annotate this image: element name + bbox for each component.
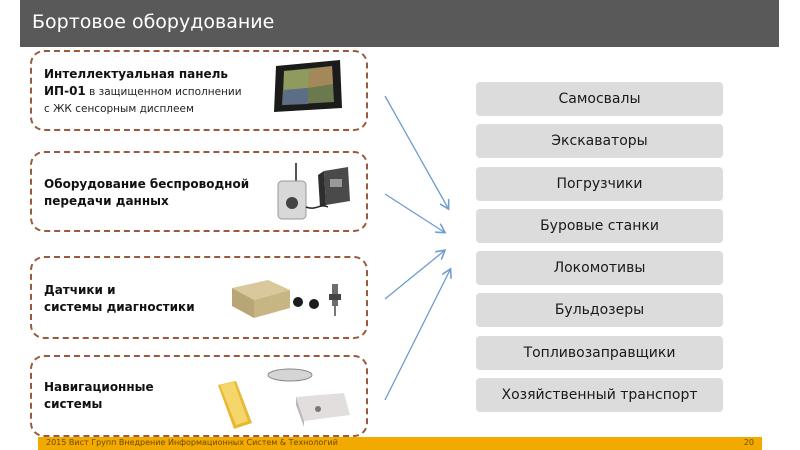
vehicle-category: Локомотивы: [476, 251, 723, 285]
vehicle-category: Топливозаправщики: [476, 336, 723, 370]
title-bar: Бортовое оборудование: [20, 0, 779, 47]
equipment-card-smart-panel: Интеллектуальная панель ИП-01 в защищенн…: [30, 50, 368, 131]
equipment-card-navigation: Навигационные системы: [30, 355, 368, 437]
arrow-panel: [384, 95, 448, 208]
page-title: Бортовое оборудование: [32, 11, 275, 33]
arrow-navigation: [384, 270, 450, 401]
vehicle-category: Погрузчики: [476, 167, 723, 201]
footer-bar: 2015 Вист Групп Внедрение Информационных…: [38, 437, 762, 450]
smart-panel-description: Интеллектуальная панель ИП-01 в защищенн…: [44, 67, 242, 115]
vehicle-category: Экскаваторы: [476, 124, 723, 158]
sensors-description: Датчики и системы диагностики: [44, 283, 195, 314]
vehicle-category: Буровые станки: [476, 209, 723, 243]
touch-panel-image: [274, 60, 342, 112]
diagnostic-sensors-image: [232, 280, 341, 318]
arrow-sensors: [384, 251, 444, 300]
equipment-card-sensors: Датчики и системы диагностики: [30, 256, 368, 339]
navigation-devices-image: [218, 368, 350, 429]
vehicle-category: Бульдозеры: [476, 293, 723, 327]
wireless-description: Оборудование беспроводной передачи данны…: [44, 177, 250, 208]
wireless-modem-image: [277, 163, 350, 220]
equipment-card-wireless: Оборудование беспроводной передачи данны…: [30, 151, 368, 232]
arrow-wireless: [384, 193, 444, 232]
vehicle-category: Самосвалы: [476, 82, 723, 116]
page-number: 20: [743, 438, 754, 447]
footer-text: 2015 Вист Групп Внедрение Информационных…: [46, 438, 338, 447]
vehicle-category: Хозяйственный транспорт: [476, 378, 723, 412]
navigation-description: Навигационные системы: [44, 380, 154, 411]
